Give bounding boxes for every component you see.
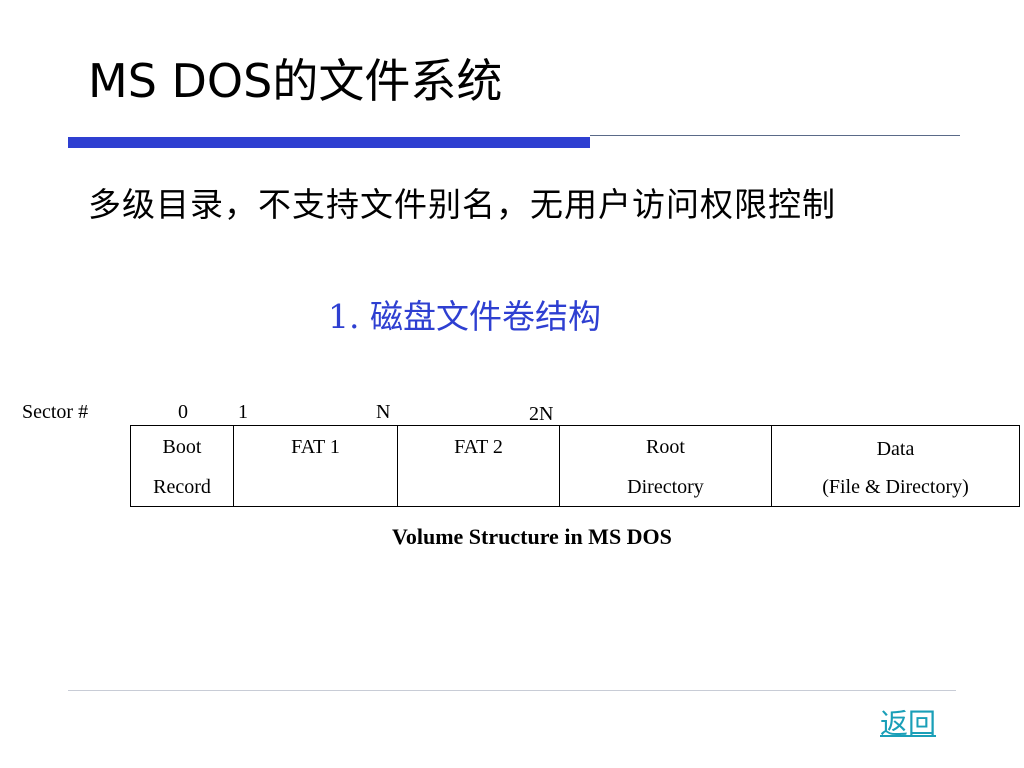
fat2-block: FAT 2 bbox=[397, 425, 560, 507]
block-label: (File & Directory) bbox=[822, 476, 969, 498]
title-underline-bar bbox=[68, 137, 590, 148]
block-label: Record bbox=[153, 476, 211, 498]
block-label: Directory bbox=[627, 476, 704, 498]
block-label: Boot bbox=[162, 436, 202, 458]
fat1-block: FAT 1 bbox=[233, 425, 398, 507]
block-label: Data bbox=[876, 438, 915, 460]
diagram-caption: Volume Structure in MS DOS bbox=[392, 524, 672, 549]
data-block: Data (File & Directory) bbox=[771, 425, 1020, 507]
back-link[interactable]: 返回 bbox=[880, 707, 937, 740]
sector-number-1: 1 bbox=[238, 401, 248, 423]
sector-label: Sector # bbox=[22, 401, 89, 423]
block-label: FAT 1 bbox=[291, 436, 340, 458]
sector-number-2n: 2N bbox=[529, 403, 554, 425]
slide-title: MS DOS的文件系统 bbox=[88, 54, 503, 108]
block-label: FAT 2 bbox=[454, 436, 503, 458]
sector-number-0: 0 bbox=[178, 401, 188, 423]
footer-divider bbox=[68, 690, 956, 691]
block-label: Root bbox=[646, 436, 685, 458]
section-heading: 1. 磁盘文件卷结构 bbox=[328, 297, 601, 336]
root-directory-block: Root Directory bbox=[559, 425, 772, 507]
slide-subtitle: 多级目录，不支持文件别名，无用户访问权限控制 bbox=[88, 185, 836, 224]
boot-record-block: Boot Record bbox=[130, 425, 234, 507]
sector-number-n: N bbox=[376, 401, 391, 423]
title-underline-thin bbox=[590, 135, 960, 136]
